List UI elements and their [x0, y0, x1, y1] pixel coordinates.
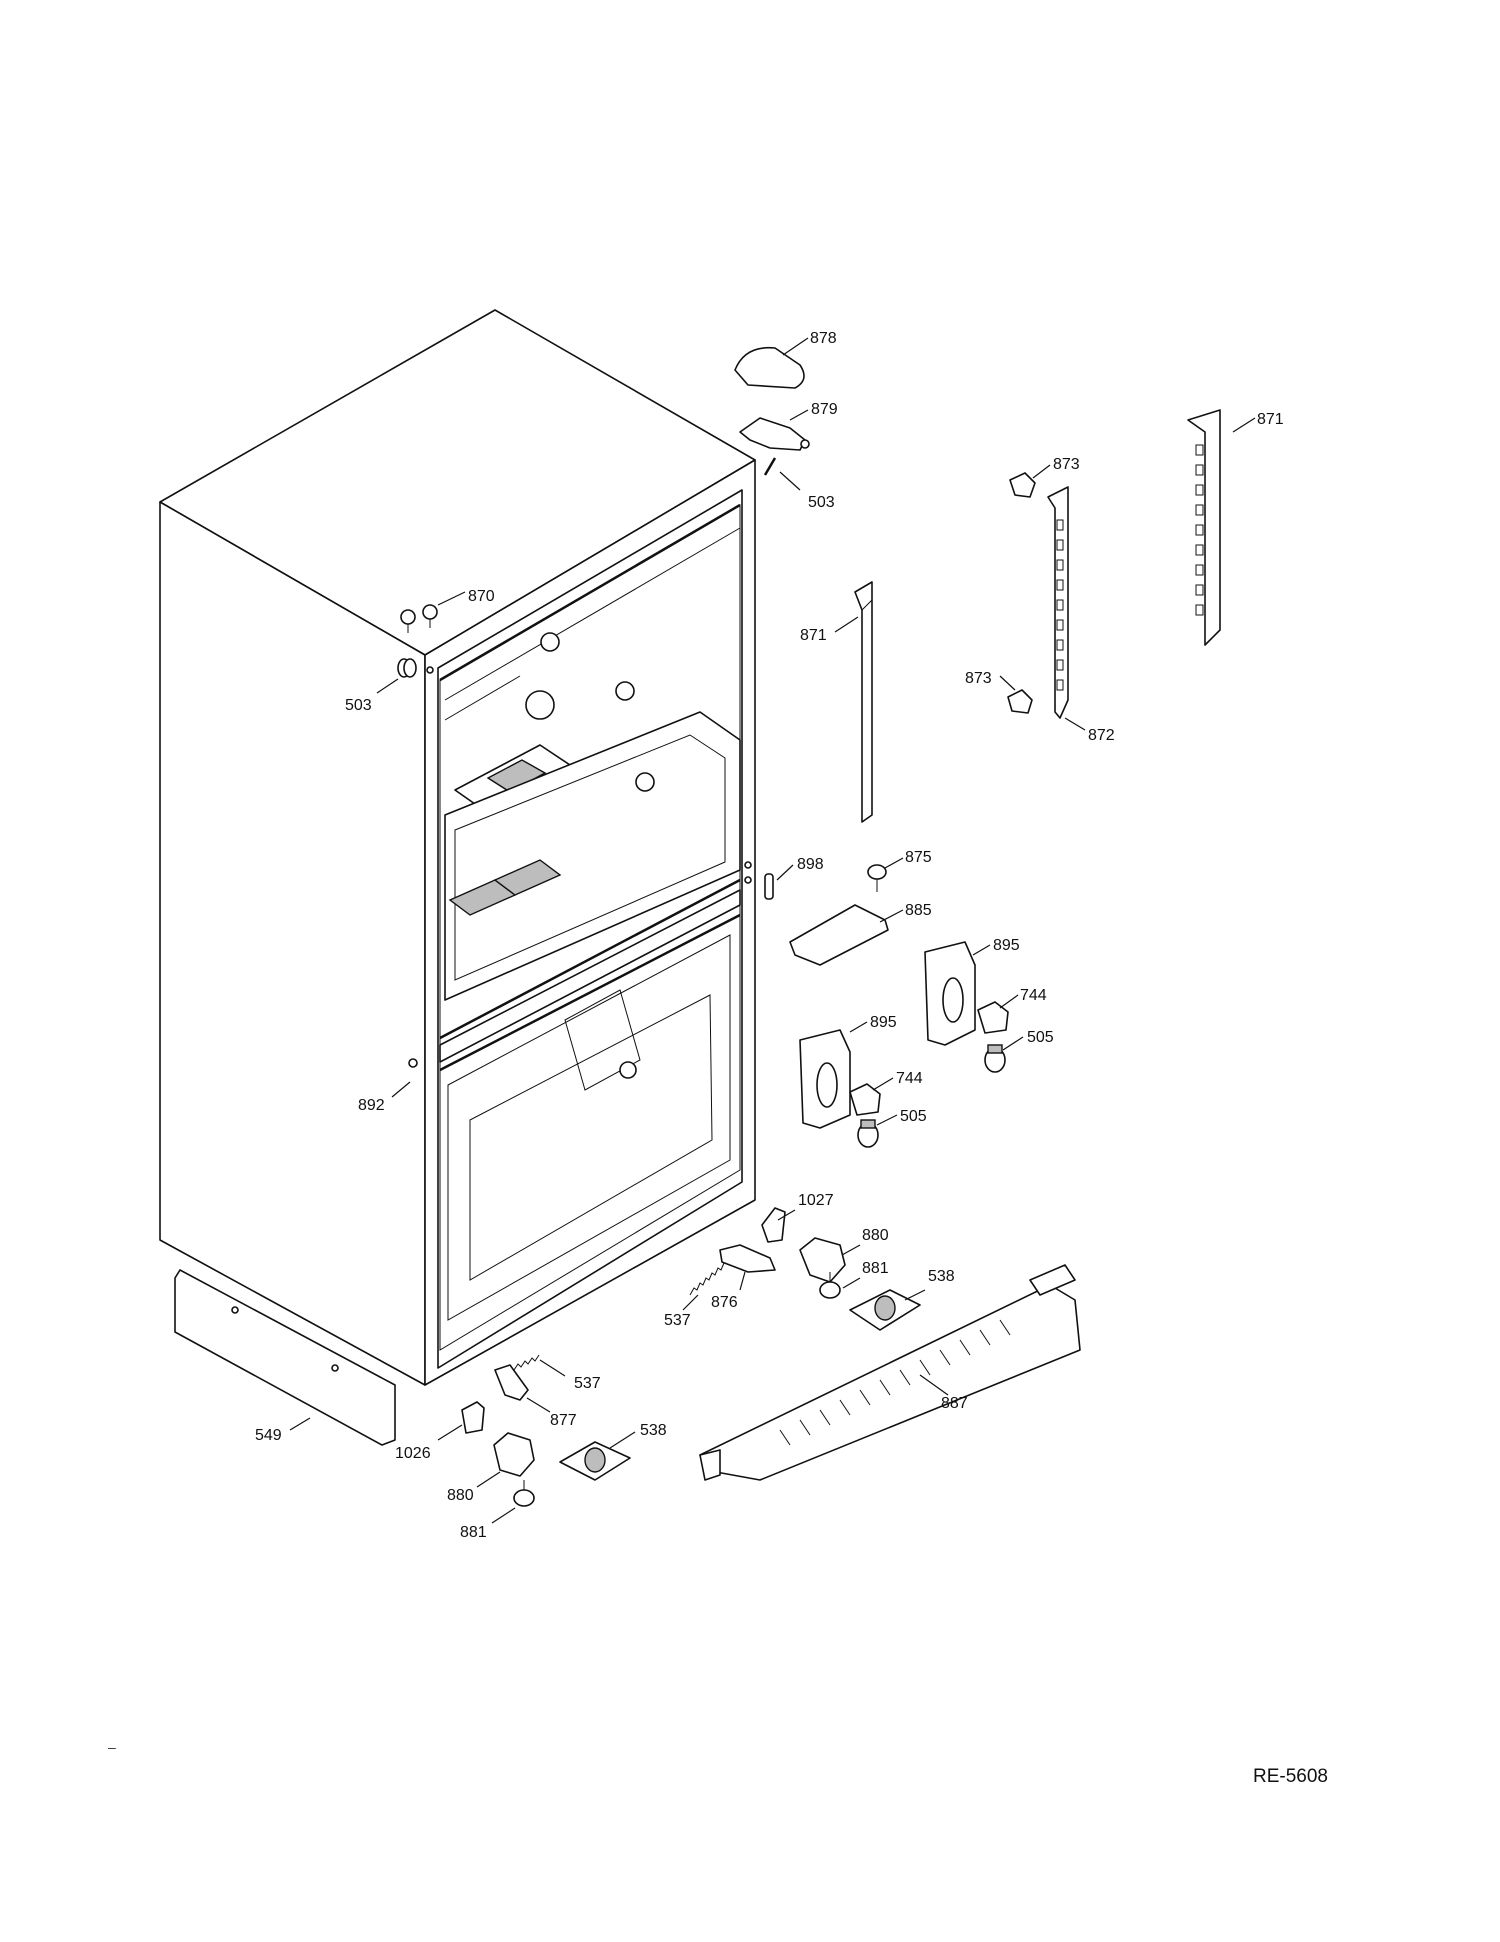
callout-538: 538 [928, 1268, 955, 1285]
callout-872: 872 [1088, 727, 1115, 744]
part-505-bulb-lower [857, 1119, 879, 1148]
part-880-leveling-bracket-left [493, 1432, 535, 1477]
part-887-base-grille [699, 1264, 1081, 1481]
callout-879: 879 [811, 401, 838, 418]
callout-885: 885 [905, 902, 932, 919]
callout-877: 877 [550, 1412, 577, 1429]
part-870-screws [400, 604, 438, 633]
part-881-leveler-right [819, 1272, 841, 1299]
callout-895: 895 [870, 1014, 897, 1031]
part-871-mullion-bracket-left [854, 581, 873, 823]
part-549-kickplate [174, 1269, 396, 1446]
part-895-light-cover-lower [799, 1029, 851, 1129]
part-878-top-hinge-cover [734, 346, 805, 389]
callout-871: 871 [1257, 411, 1284, 428]
part-898-clip [764, 873, 774, 900]
callout-881: 881 [862, 1260, 889, 1277]
callout-887: 887 [941, 1395, 968, 1412]
part-744-lamp-socket-upper [977, 1001, 1009, 1034]
part-895-light-cover-upper [924, 941, 976, 1046]
part-871-rail-right [1187, 409, 1221, 646]
callout-538: 538 [640, 1422, 667, 1439]
part-537-spring-right [689, 1262, 725, 1296]
refrigerator-cabinet [159, 309, 756, 1386]
callout-1027: 1027 [798, 1192, 834, 1209]
callout-876: 876 [711, 1294, 738, 1311]
callout-880: 880 [862, 1227, 889, 1244]
callout-875: 875 [905, 849, 932, 866]
callout-744: 744 [896, 1070, 923, 1087]
callout-898: 898 [797, 856, 824, 873]
part-876-door-closer [719, 1244, 776, 1273]
callout-503: 503 [345, 697, 372, 714]
callout-numbers: 878 879 503 871 873 870 503 871 873 872 … [255, 330, 1284, 1541]
callout-881: 881 [460, 1524, 487, 1541]
callout-537: 537 [664, 1312, 691, 1329]
part-1027-hinge-bracket [761, 1207, 786, 1243]
part-877-door-closer-left [494, 1364, 529, 1401]
part-503-hinge-pin-top [763, 457, 777, 476]
part-880-leveling-bracket-right [799, 1237, 846, 1283]
callout-870: 870 [468, 588, 495, 605]
part-872-shelf-rail [1047, 486, 1069, 719]
callout-537: 537 [574, 1375, 601, 1392]
part-744-lamp-socket-lower [849, 1083, 881, 1116]
callout-878: 878 [810, 330, 837, 347]
part-885-bracket [789, 904, 889, 966]
callout-871: 871 [800, 627, 827, 644]
part-875-screw [867, 864, 887, 892]
callout-1026: 1026 [395, 1445, 431, 1462]
callout-744: 744 [1020, 987, 1047, 1004]
callout-892: 892 [358, 1097, 385, 1114]
part-505-bulb-upper [984, 1044, 1006, 1073]
callout-505: 505 [900, 1108, 927, 1125]
part-873-rail-clip-top [1009, 472, 1036, 498]
part-538-roller-left [559, 1441, 631, 1481]
part-881-leveler-left [513, 1480, 535, 1507]
part-1026-hinge-bracket-left [461, 1401, 485, 1434]
callout-503: 503 [808, 494, 835, 511]
callout-880: 880 [447, 1487, 474, 1504]
part-503-hinge-pin-side [397, 658, 417, 678]
callout-873: 873 [1053, 456, 1080, 473]
part-538-roller-right [849, 1289, 921, 1331]
callout-895: 895 [993, 937, 1020, 954]
callout-873: 873 [965, 670, 992, 687]
callout-549: 549 [255, 1427, 282, 1444]
drawing-number: RE-5608 [1253, 1766, 1328, 1787]
callout-leaders [289, 337, 1256, 1524]
callout-505: 505 [1027, 1029, 1054, 1046]
part-879-top-hinge [739, 417, 810, 451]
corner-mark: – [108, 1739, 116, 1755]
part-873-rail-clip-bottom [1007, 689, 1033, 714]
